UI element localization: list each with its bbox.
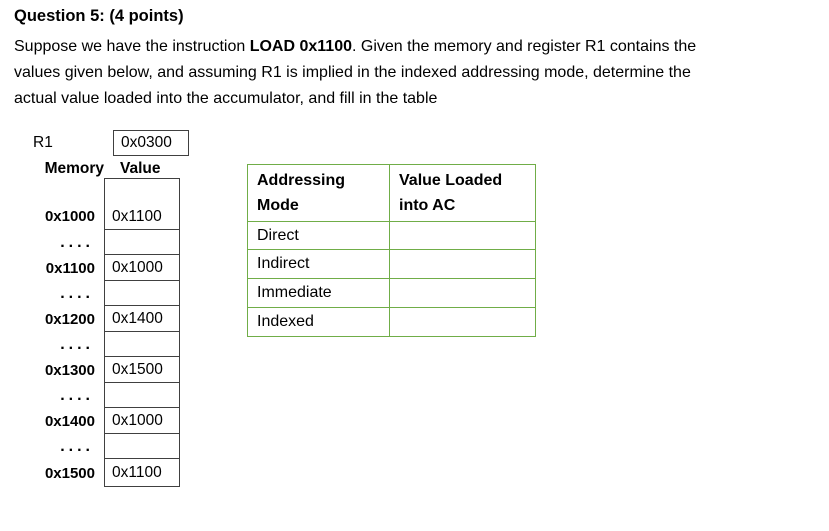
memory-cell-empty bbox=[104, 229, 180, 255]
mode-cell-direct: Direct bbox=[247, 221, 390, 250]
memory-address-label: 0x1300 bbox=[44, 361, 95, 379]
answer-cell-indirect[interactable] bbox=[389, 249, 536, 279]
question-text-line-3: actual value loaded into the accumulator… bbox=[14, 90, 438, 107]
memory-cell: 0x1100 bbox=[104, 458, 180, 487]
value-column-header: Value bbox=[120, 160, 161, 177]
mode-cell-immediate: Immediate bbox=[247, 278, 390, 308]
memory-gap-row: .... bbox=[0, 433, 180, 459]
memory-cell: 0x1000 bbox=[104, 407, 180, 434]
memory-gap-row: .... bbox=[0, 382, 180, 408]
memory-row: 0x1300 0x1500 bbox=[0, 356, 180, 383]
memory-address-label: 0x1200 bbox=[44, 310, 95, 328]
memory-cell: 0x1400 bbox=[104, 305, 180, 332]
memory-cell-empty bbox=[104, 280, 180, 306]
memory-gap-row: .... bbox=[0, 229, 180, 255]
value-loaded-header: Value Loaded into AC bbox=[389, 164, 536, 222]
question-text-line-2: values given below, and assuming R1 is i… bbox=[14, 64, 691, 81]
addressing-modes-table: Addressing Mode Value Loaded into AC Dir… bbox=[247, 164, 536, 337]
memory-gap-row: .... bbox=[0, 280, 180, 306]
memory-gap-dots: .... bbox=[60, 233, 94, 251]
question-text-line-1: Suppose we have the instruction LOAD 0x1… bbox=[14, 34, 696, 60]
memory-gap-dots: .... bbox=[60, 386, 94, 404]
table-row: Immediate bbox=[247, 278, 536, 308]
memory-address-label: 0x1400 bbox=[44, 412, 95, 430]
addressing-mode-header-label: Addressing Mode bbox=[257, 172, 346, 214]
memory-cell: 0x1000 bbox=[104, 254, 180, 281]
question-title: Question 5: (4 points) bbox=[14, 7, 184, 25]
memory-gap-row: .... bbox=[0, 331, 180, 357]
table-row: Indirect bbox=[247, 249, 536, 279]
memory-gap-dots: .... bbox=[60, 284, 94, 302]
register-r1-label: R1 bbox=[33, 133, 53, 151]
memory-cell-empty bbox=[104, 382, 180, 408]
memory-row: 0x1100 0x1000 bbox=[0, 254, 180, 281]
register-r1-value-box: 0x0300 bbox=[113, 130, 189, 156]
question-text-segment: Suppose we have the instruction bbox=[14, 38, 250, 55]
table-row: Direct bbox=[247, 221, 536, 250]
question-text-segment: . Given the memory and register R1 conta… bbox=[351, 38, 697, 55]
instruction-name: LOAD 0x1100 bbox=[249, 38, 352, 55]
mode-cell-indirect: Indirect bbox=[247, 249, 390, 279]
addressing-mode-header: Addressing Mode bbox=[247, 164, 390, 222]
memory-cell-empty bbox=[104, 331, 180, 357]
memory-cell-empty bbox=[104, 433, 180, 459]
memory-gap-dots: .... bbox=[60, 437, 94, 455]
memory-row: 0x1200 0x1400 bbox=[0, 305, 180, 332]
answer-cell-immediate[interactable] bbox=[389, 278, 536, 308]
memory-cell: 0x1100 bbox=[104, 178, 180, 230]
memory-row: 0x1400 0x1000 bbox=[0, 407, 180, 434]
memory-cell: 0x1500 bbox=[104, 356, 180, 383]
question-text: Suppose we have the instruction LOAD 0x1… bbox=[14, 34, 696, 112]
memory-column-header: Memory bbox=[44, 160, 104, 177]
table-row: Indexed bbox=[247, 307, 536, 337]
mode-cell-indexed: Indexed bbox=[247, 307, 390, 337]
memory-diagram: 0x1000 0x1100 .... 0x1100 0x1000 .... 0x… bbox=[0, 178, 180, 487]
answer-cell-direct[interactable] bbox=[389, 221, 536, 250]
modes-table-header-row: Addressing Mode Value Loaded into AC bbox=[247, 164, 536, 222]
answer-cell-indexed[interactable] bbox=[389, 307, 536, 337]
memory-address-label: 0x1500 bbox=[44, 464, 95, 482]
memory-row: 0x1500 0x1100 bbox=[0, 458, 180, 487]
memory-address-label: 0x1100 bbox=[45, 259, 95, 277]
memory-gap-dots: .... bbox=[60, 335, 94, 353]
memory-row: 0x1000 0x1100 bbox=[0, 178, 180, 230]
memory-address-label: 0x1000 bbox=[44, 208, 95, 225]
value-loaded-header-label: Value Loaded into AC bbox=[399, 172, 503, 214]
